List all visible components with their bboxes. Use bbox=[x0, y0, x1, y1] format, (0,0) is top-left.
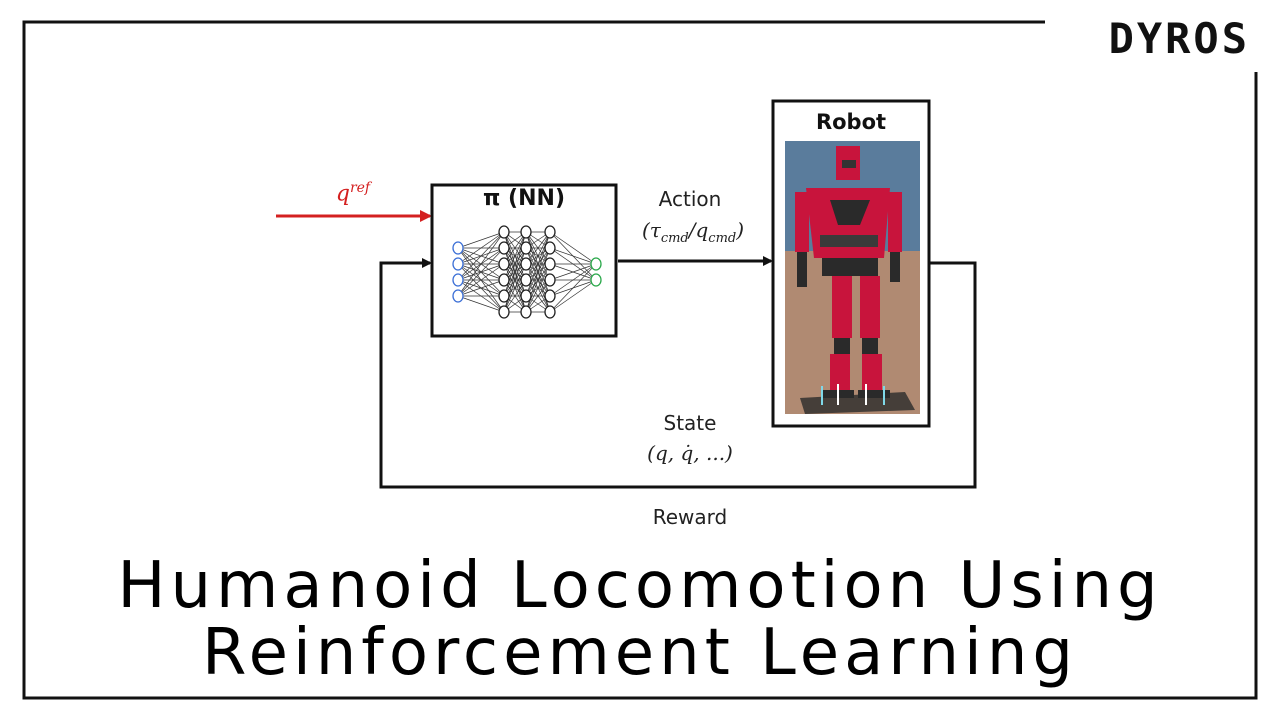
nn-connection bbox=[525, 247, 551, 313]
nn-connection bbox=[457, 231, 505, 265]
nn-connection bbox=[525, 263, 551, 313]
nn-connection bbox=[457, 247, 505, 297]
nn-connection bbox=[457, 279, 505, 297]
nn-connection bbox=[549, 263, 597, 297]
neural-network-icon bbox=[452, 225, 602, 319]
nn-connection bbox=[549, 263, 597, 281]
nn-neuron bbox=[590, 273, 602, 287]
nn-neuron bbox=[520, 257, 532, 271]
nn-connection bbox=[457, 263, 505, 297]
nn-connection bbox=[525, 231, 551, 265]
nn-neuron bbox=[544, 257, 556, 271]
state-detail-label: (q, q̇, ...) bbox=[647, 441, 733, 465]
nn-connection bbox=[457, 231, 505, 249]
nn-connection bbox=[503, 231, 527, 265]
nn-connection bbox=[457, 295, 505, 313]
nn-connection bbox=[503, 263, 527, 313]
nn-neuron bbox=[498, 225, 510, 239]
nn-connection bbox=[503, 231, 527, 297]
nn-neuron bbox=[544, 289, 556, 303]
nn-neuron bbox=[520, 289, 532, 303]
action-detail-label: (τcmd/qcmd) bbox=[641, 218, 745, 246]
nn-connection bbox=[457, 231, 505, 297]
brand-logo: DYROS bbox=[1102, 14, 1256, 63]
nn-neuron bbox=[544, 273, 556, 287]
nn-neuron bbox=[452, 257, 464, 271]
nn-connection bbox=[503, 279, 527, 313]
nn-neuron bbox=[520, 225, 532, 239]
feedback-loop-line bbox=[379, 258, 977, 489]
nn-neuron bbox=[520, 305, 532, 319]
nn-connection bbox=[525, 231, 551, 281]
nn-neuron bbox=[520, 241, 532, 255]
nn-neuron bbox=[590, 257, 602, 271]
nn-neuron bbox=[520, 273, 532, 287]
nn-connection bbox=[549, 279, 597, 313]
title-line-1: Humanoid Locomotion Using bbox=[117, 549, 1163, 623]
robot-image bbox=[785, 141, 920, 414]
action-label: Action bbox=[658, 187, 722, 211]
title-line-2: Reinforcement Learning bbox=[201, 616, 1079, 690]
nn-neuron bbox=[452, 241, 464, 255]
nn-neuron bbox=[498, 257, 510, 271]
nn-connection bbox=[549, 263, 597, 313]
nn-connection bbox=[549, 231, 597, 265]
nn-neuron bbox=[544, 241, 556, 255]
nn-connection bbox=[525, 279, 551, 313]
nn-neuron bbox=[452, 273, 464, 287]
nn-connection bbox=[549, 247, 597, 265]
nn-neuron bbox=[498, 289, 510, 303]
nn-neuron bbox=[498, 241, 510, 255]
nn-neuron bbox=[544, 305, 556, 319]
nn-neuron bbox=[452, 289, 464, 303]
nn-neuron bbox=[544, 225, 556, 239]
reward-label: Reward bbox=[652, 505, 728, 529]
reference-input-label: qref bbox=[335, 180, 371, 207]
policy-label: π (NN) bbox=[483, 186, 565, 211]
nn-neuron bbox=[498, 273, 510, 287]
nn-connection bbox=[457, 231, 505, 281]
outer-frame bbox=[22, 20, 1258, 700]
nn-neuron bbox=[498, 305, 510, 319]
nn-connection bbox=[525, 231, 551, 297]
robot-label: Robot bbox=[815, 110, 887, 134]
state-label: State bbox=[663, 411, 717, 435]
nn-connection bbox=[503, 231, 527, 281]
nn-connection bbox=[503, 247, 527, 313]
